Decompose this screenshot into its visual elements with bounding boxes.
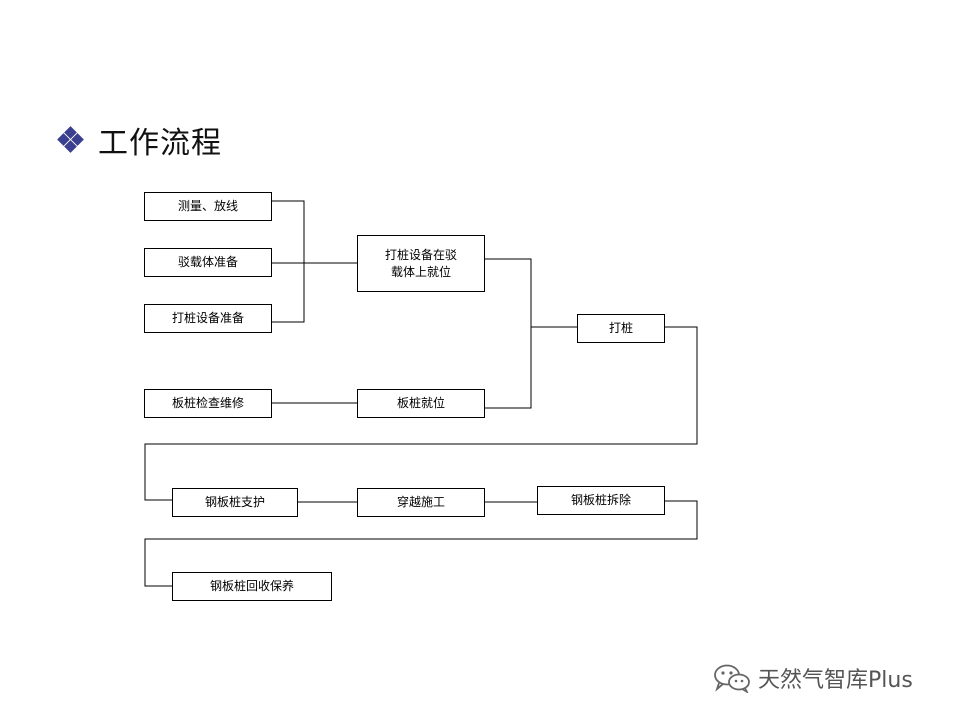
step-survey: 测量、放线 [144, 192, 272, 221]
step-sheet-pile-position: 板桩就位 [357, 389, 485, 418]
step-steel-sheet-recovery: 钢板桩回收保养 [172, 572, 332, 601]
watermark: 天然气智库Plus [712, 660, 913, 696]
connector-removal-return [144, 500, 698, 587]
step-piling-equip-prep: 打桩设备准备 [144, 304, 272, 333]
step-equip-on-barge: 打桩设备在驳载体上就位 [357, 235, 485, 292]
step-label: 穿越施工 [396, 495, 445, 509]
step-steel-sheet-support: 钢板桩支护 [172, 488, 298, 517]
step-label: 打桩设备准备 [171, 311, 244, 325]
slide-title: 工作流程 [98, 126, 222, 161]
watermark-text: 天然气智库Plus [758, 668, 913, 693]
step-crossing: 穿越施工 [357, 488, 485, 517]
step-label: 测量、放线 [177, 199, 238, 213]
slide-heading: 工作流程 [57, 118, 222, 162]
connector-survey [271, 200, 305, 323]
connector-equip-on-barge [485, 258, 532, 409]
step-barge-prep: 驳载体准备 [144, 248, 272, 277]
step-label: 板桩检查维修 [171, 396, 244, 410]
step-label: 钢板桩支护 [204, 495, 265, 509]
step-label: 板桩就位 [396, 396, 445, 410]
step-label: 驳载体准备 [177, 255, 238, 269]
step-sheet-pile-inspect: 板桩检查维修 [144, 389, 272, 418]
wechat-icon [714, 664, 750, 693]
step-label: 打桩设备在驳载体上就位 [384, 247, 457, 279]
connector-piling-return [144, 326, 698, 501]
step-steel-sheet-removal: 钢板桩拆除 [537, 486, 665, 515]
step-label: 打桩 [608, 321, 633, 335]
step-piling: 打桩 [577, 314, 665, 343]
step-label: 钢板桩拆除 [570, 493, 631, 507]
step-label: 钢板桩回收保养 [209, 579, 294, 593]
